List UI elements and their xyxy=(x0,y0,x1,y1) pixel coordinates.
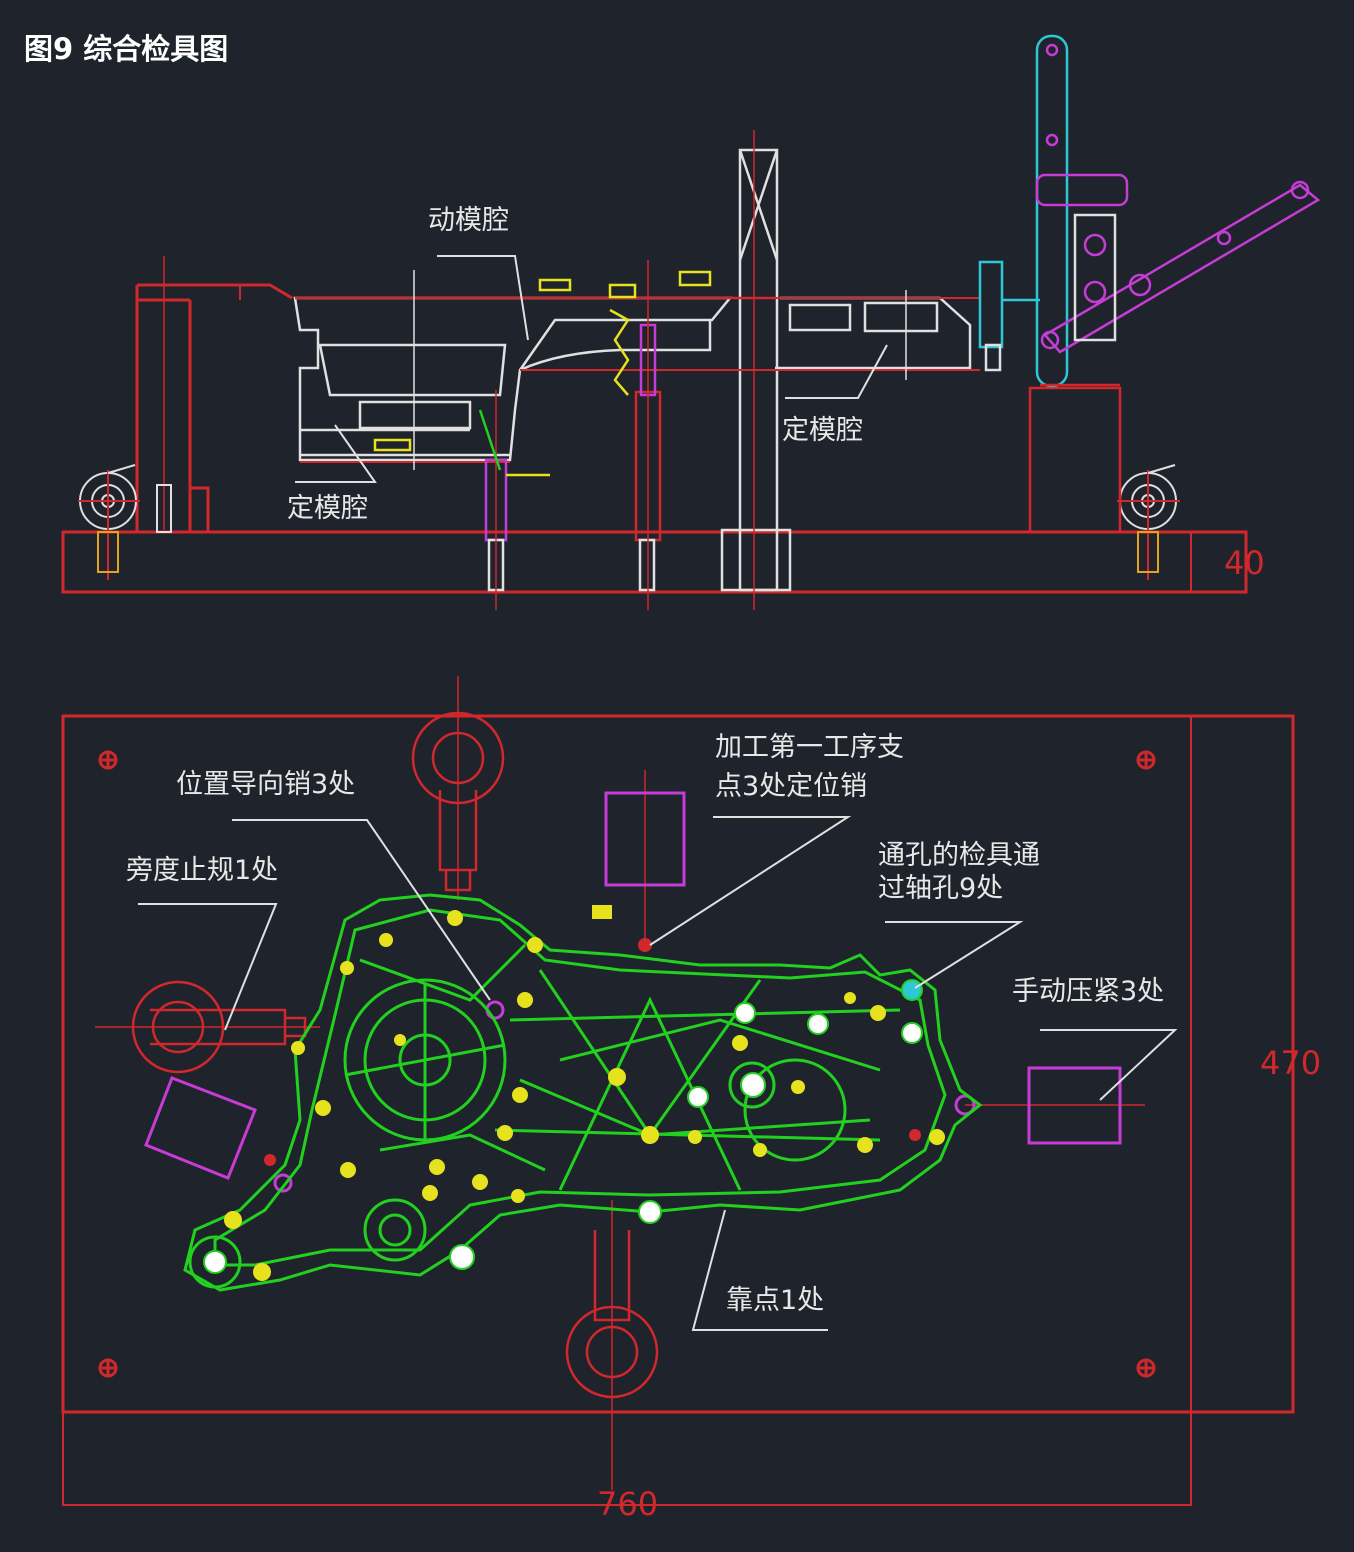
through-hole-gauge-line2: 过轴孔9处 xyxy=(878,872,1004,904)
fixed-cavity-right-label: 定模腔 xyxy=(782,415,863,446)
fixed-cavity-left-label: 定模腔 xyxy=(287,493,368,524)
first-process-pins-line1: 加工第一工序支 xyxy=(715,732,904,763)
white-dot-icon xyxy=(807,1013,829,1035)
guide-pins-label: 位置导向销3处 xyxy=(176,769,356,800)
toggle-clamp xyxy=(978,34,1321,534)
plan-clamps xyxy=(144,791,1122,1193)
white-dot-icon xyxy=(638,1200,662,1224)
left-caster xyxy=(78,464,140,580)
white-dot-icon xyxy=(740,1072,766,1098)
plan-gauge-pins xyxy=(203,979,923,1274)
figure-title: 图9 综合检具图 xyxy=(24,32,229,66)
dimension-width: 760 xyxy=(597,1485,659,1523)
side-base-plate xyxy=(61,530,1248,594)
first-process-pins-label: 加工第一工序支 点3处定位销 xyxy=(715,728,904,806)
mounting-holes xyxy=(98,750,1156,1378)
plan-view xyxy=(61,676,1295,1506)
manual-clamp-label: 手动压紧3处 xyxy=(1012,976,1165,1007)
plan-locators xyxy=(224,905,945,1281)
white-dot-icon xyxy=(734,1002,756,1024)
left-bracket xyxy=(135,283,293,532)
moving-cavity-label: 动模腔 xyxy=(428,205,509,236)
plan-part-body xyxy=(183,893,983,1292)
through-hole-gauge-line1: 通孔的检具通 xyxy=(878,840,1040,871)
white-dot-icon xyxy=(687,1086,709,1108)
side-view xyxy=(61,34,1321,610)
white-dot-icon xyxy=(901,979,923,1001)
white-dot-icon xyxy=(901,1022,923,1044)
side-pins xyxy=(373,260,712,610)
side-stop-gauge-label: 旁度止规1处 xyxy=(126,855,279,886)
white-dot-icon xyxy=(203,1250,227,1274)
plan-gauges xyxy=(95,711,1145,1399)
dimension-height: 40 xyxy=(1224,544,1265,582)
dimension-depth: 470 xyxy=(1260,1044,1322,1082)
white-dot-icon xyxy=(449,1244,475,1270)
right-caster xyxy=(1117,464,1180,580)
plan-leaders xyxy=(138,816,1178,1331)
through-hole-gauge-label: 通孔的检具通 过轴孔9处 xyxy=(878,840,1040,906)
first-process-pins-line2: 点3处定位销 xyxy=(715,771,868,803)
stop-point-label: 靠点1处 xyxy=(726,1285,825,1316)
